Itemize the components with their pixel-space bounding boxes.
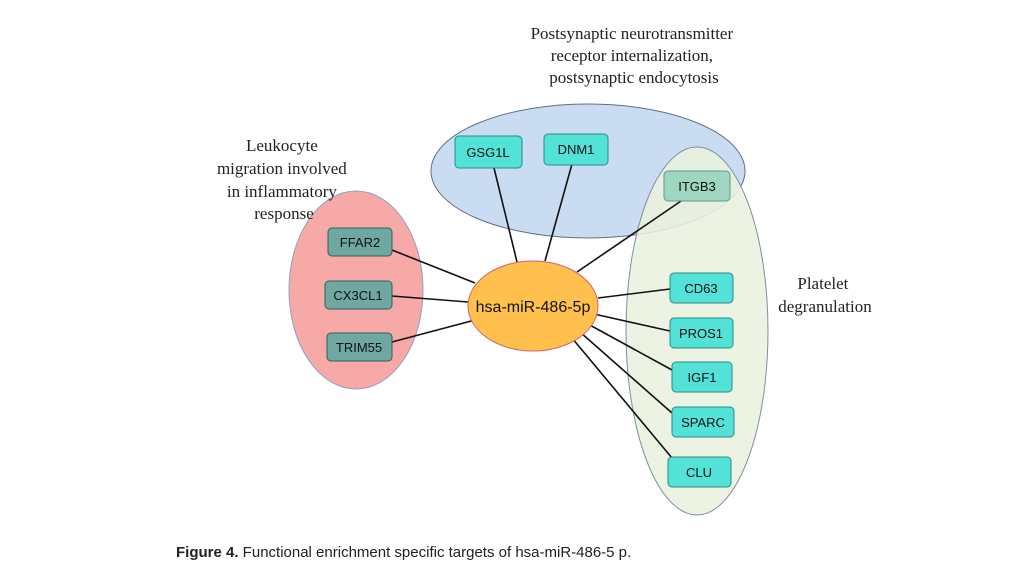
node-pros1: PROS1 (669, 317, 734, 349)
leukocyte-cluster-label: Leukocyte migration involved in inflamma… (217, 136, 351, 223)
node-dnm1: DNM1 (543, 133, 609, 166)
node-gsg1l-label: GSG1L (466, 145, 509, 160)
edge-clu (571, 337, 673, 459)
edge-cx3cl1 (391, 295, 469, 303)
edge-trim55 (391, 319, 476, 343)
node-igf1-label: IGF1 (688, 370, 717, 385)
node-igf1: IGF1 (671, 361, 733, 393)
edge-pros1 (593, 313, 671, 332)
node-sparc: SPARC (671, 406, 735, 438)
edge-sparc (579, 331, 673, 414)
edge-gsg1l (493, 167, 518, 263)
node-gsg1l: GSG1L (454, 135, 523, 169)
node-itgb3: ITGB3 (663, 170, 731, 202)
node-ffar2-label: FFAR2 (340, 235, 380, 250)
figure-caption: Figure 4. Functional enrichment specific… (176, 544, 631, 561)
node-trim55: TRIM55 (326, 332, 393, 362)
edge-igf1 (587, 323, 673, 371)
node-cx3cl1-label: CX3CL1 (333, 288, 382, 303)
center-node-label: hsa-miR-486-5p (476, 299, 591, 316)
figure-caption-text: Functional enrichment specific targets o… (238, 544, 632, 561)
node-sparc-label: SPARC (681, 415, 725, 430)
node-ffar2: FFAR2 (327, 227, 393, 257)
edge-cd63 (597, 288, 671, 299)
edges (391, 163, 685, 459)
edge-ffar2 (391, 249, 476, 284)
node-pros1-label: PROS1 (679, 326, 723, 341)
node-itgb3-label: ITGB3 (678, 179, 716, 194)
postsynaptic-cluster-label: Postsynaptic neurotransmitter receptor i… (531, 24, 738, 87)
figure-caption-prefix: Figure 4. (176, 544, 239, 561)
node-clu-label: CLU (686, 465, 712, 480)
node-clu: CLU (667, 456, 732, 488)
node-cx3cl1: CX3CL1 (324, 280, 393, 310)
node-cd63: CD63 (669, 272, 734, 304)
platelet-cluster-label: Platelet degranulation (778, 274, 872, 316)
node-cd63-label: CD63 (684, 281, 717, 296)
node-dnm1-label: DNM1 (558, 142, 595, 157)
edge-dnm1 (544, 163, 573, 262)
edge-itgb3 (576, 198, 685, 273)
center-node: hsa-miR-486-5p (467, 260, 599, 352)
node-trim55-label: TRIM55 (336, 340, 382, 355)
